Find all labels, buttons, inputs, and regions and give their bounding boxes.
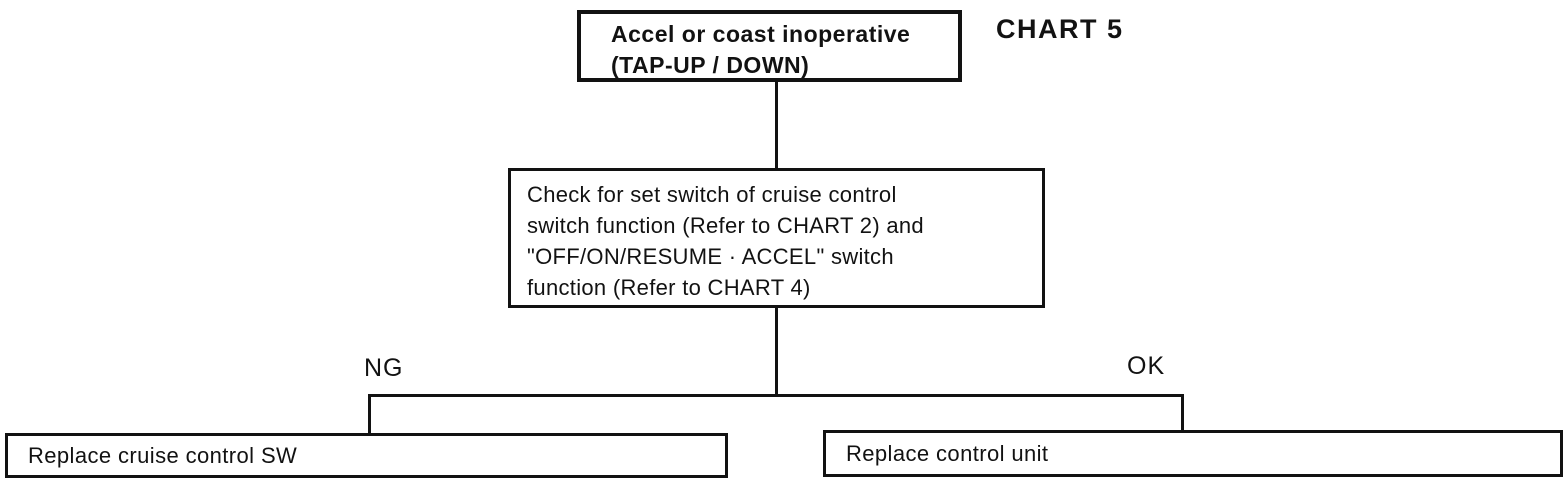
- check-node-line4: function (Refer to CHART 4): [527, 275, 811, 300]
- check-node-line1: Check for set switch of cruise control: [527, 182, 897, 207]
- check-node-line2: switch function (Refer to CHART 2) and: [527, 213, 924, 238]
- start-node-line1: Accel or coast inoperative: [611, 21, 911, 47]
- connector-start-to-check: [775, 80, 778, 170]
- branch-label-ng: NG: [364, 354, 404, 382]
- branch-horizontal-line: [368, 394, 1184, 397]
- branch-label-ok: OK: [1127, 352, 1166, 380]
- result-node-ok: Replace control unit: [823, 430, 1563, 477]
- chart-title: CHART 5: [996, 14, 1124, 44]
- start-node: Accel or coast inoperative (TAP-UP / DOW…: [577, 10, 962, 82]
- start-node-line2: (TAP-UP / DOWN): [611, 52, 810, 78]
- branch-drop-right: [1181, 394, 1184, 432]
- check-node-line3: "OFF/ON/RESUME · ACCEL" switch: [527, 244, 894, 269]
- result-node-ok-label: Replace control unit: [846, 440, 1049, 466]
- branch-drop-left: [368, 394, 371, 435]
- check-node: Check for set switch of cruise control s…: [508, 168, 1045, 308]
- result-node-ng-label: Replace cruise control SW: [28, 442, 298, 468]
- result-node-ng: Replace cruise control SW: [5, 433, 728, 478]
- connector-check-to-branch: [775, 306, 778, 397]
